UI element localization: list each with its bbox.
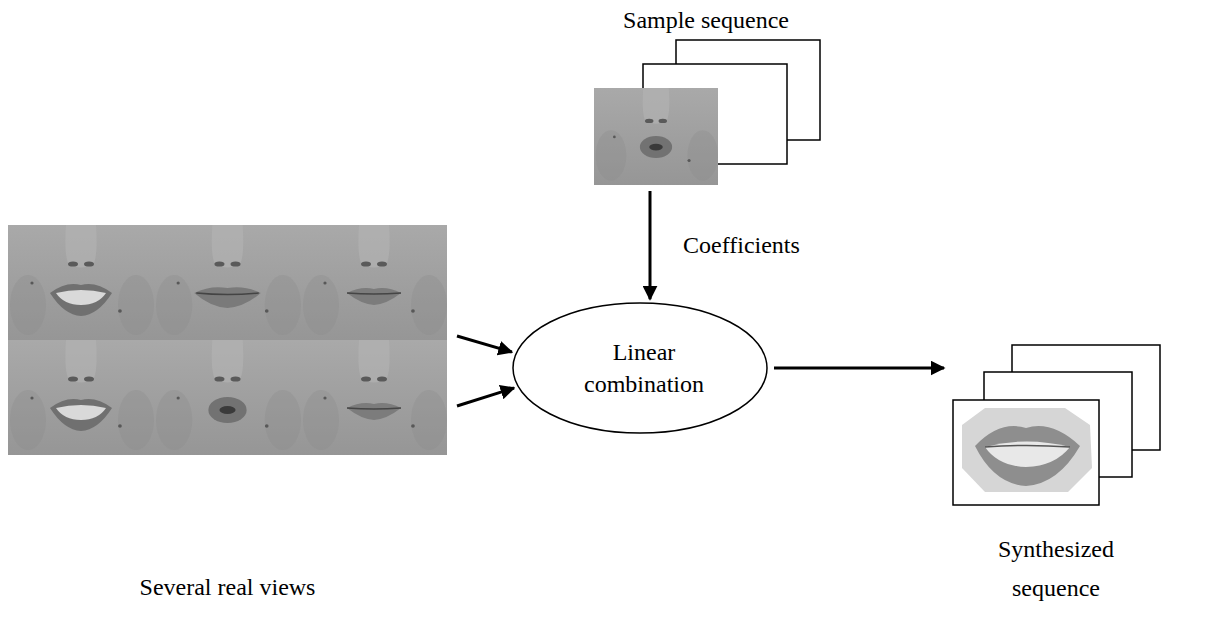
ellipse-outline: [512, 302, 768, 434]
edge-label: Coefficients: [683, 230, 800, 261]
face-photo: [154, 225, 301, 340]
face-photo: [8, 225, 154, 340]
caption: Synthesized sequence: [971, 530, 1141, 607]
arrow-connector: [457, 388, 514, 406]
arrow-connector: [774, 367, 944, 370]
caption: Linear combination: [554, 336, 734, 401]
synthesized-lips: [962, 408, 1092, 492]
face-photo: [301, 340, 447, 455]
face-photo: [301, 225, 447, 340]
combination-ellipse: Linear combination: [512, 302, 768, 434]
frame: [953, 400, 1099, 505]
real-views: Several real views: [8, 225, 447, 603]
sample-sequence: Sample sequence: [588, 4, 824, 188]
face-photo: [8, 340, 154, 455]
arrow-connector: [649, 191, 652, 299]
face-photo: [594, 88, 718, 185]
heading: Sample sequence: [588, 4, 824, 36]
face-photo: [154, 340, 301, 455]
arrow-connector: [457, 336, 512, 352]
caption: Several real views: [8, 571, 447, 603]
synthesized-sequence: Synthesized sequence: [950, 342, 1162, 607]
